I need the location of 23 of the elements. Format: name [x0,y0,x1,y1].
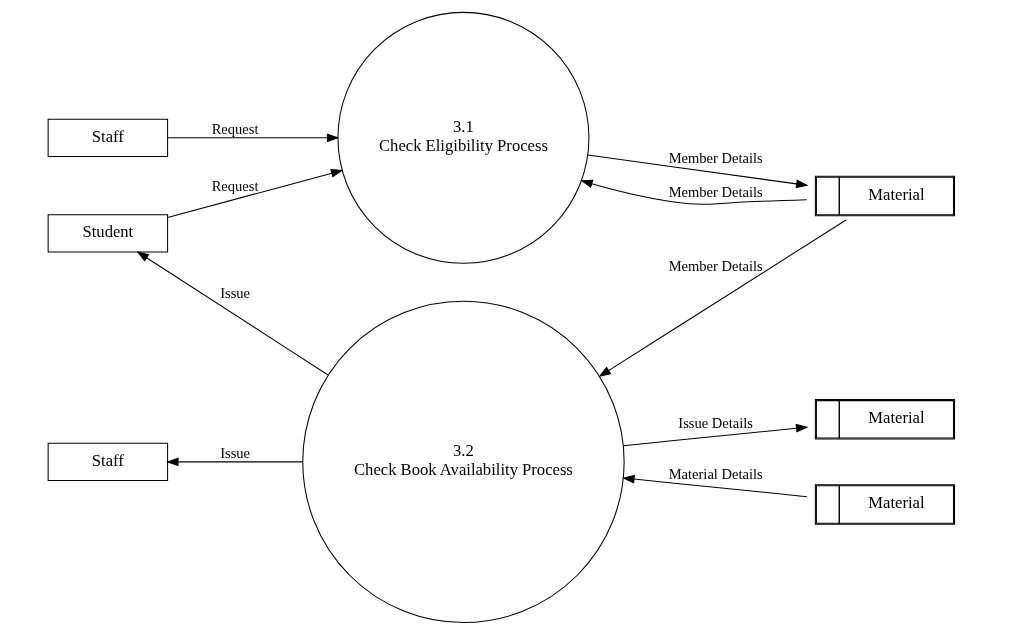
arrow [136,251,329,376]
edge-label: Member Details [668,184,763,201]
edge-label: Issue [220,285,251,301]
arrow [623,423,809,447]
node-box: Staff [47,442,169,482]
edge-label: Request [211,178,259,195]
node-box: Staff [47,118,169,158]
arrow [580,179,808,205]
edge-label: Material Details [668,465,763,482]
edge-label: Member Details [668,149,763,166]
arrow [167,169,344,219]
arrow [166,457,303,467]
edge-label: Issue [220,444,251,461]
edge-label: Member Details [668,258,763,274]
arrow [167,133,340,143]
node-circle: 3.1 Check Eligibility Process [337,11,590,264]
arrow [598,219,847,377]
edge-label: Issue Details [678,414,753,431]
arrow [622,474,808,498]
arrow [587,154,809,189]
edge-label: Request [211,120,259,137]
node-circle: 3.2 Check Book Availability Process [302,300,625,624]
node-box: Student [47,214,169,253]
